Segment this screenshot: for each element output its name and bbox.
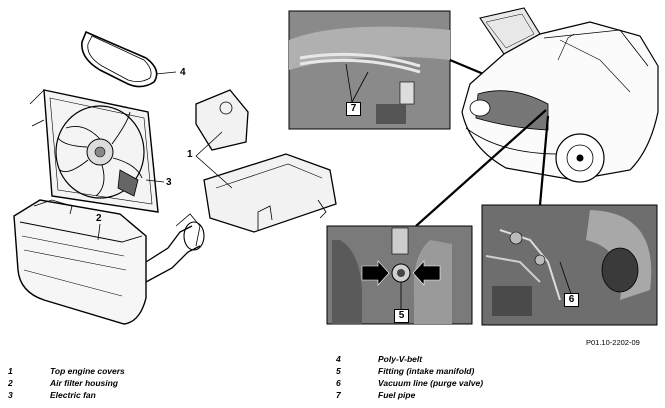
inset-fuel-pipe xyxy=(288,10,451,130)
inset-fitting-intake-manifold xyxy=(326,225,473,325)
legend-item: 1 Top engine covers xyxy=(8,366,125,378)
top-engine-covers-drawing xyxy=(195,89,337,233)
legend-item: 2 Air filter housing xyxy=(8,378,125,390)
legend-item: 3 Electric fan xyxy=(8,390,125,402)
legend-item: 7 Fuel pipe xyxy=(336,390,483,402)
legend-number: 1 xyxy=(8,366,13,376)
legend-label: Air filter housing xyxy=(50,378,118,388)
legend-label: Poly-V-belt xyxy=(378,354,423,364)
legend-number: 5 xyxy=(336,366,341,376)
figure-reference: P01.10-2202-09 xyxy=(586,338,640,347)
legend-label: Vacuum line (purge valve) xyxy=(378,378,484,388)
legend-number: 2 xyxy=(8,378,13,388)
air-filter-housing-drawing xyxy=(13,199,205,325)
legend-label: Top engine covers xyxy=(50,366,125,376)
legend-number: 7 xyxy=(336,390,341,400)
callout-electric-fan: 3 xyxy=(166,177,172,188)
car-drawing xyxy=(461,7,659,183)
legend-item: 5 Fitting (intake manifold) xyxy=(336,366,483,378)
callout-poly-v-belt: 4 xyxy=(180,67,186,78)
legend-label: Fitting (intake manifold) xyxy=(378,366,475,376)
legend-number: 4 xyxy=(336,354,341,364)
poly-v-belt-drawing xyxy=(81,30,158,88)
legend-label: Fuel pipe xyxy=(378,390,416,400)
callout-top-engine-covers: 1 xyxy=(187,149,193,160)
callout-vacuum-line: 6 xyxy=(564,293,579,307)
legend-item: 4 Poly-V-belt xyxy=(336,354,483,366)
callout-fitting-intake-manifold: 5 xyxy=(394,309,409,323)
legend-item: 6 Vacuum line (purge valve) xyxy=(336,378,483,390)
electric-fan-drawing xyxy=(29,89,159,213)
legend-label: Electric fan xyxy=(50,390,96,400)
callout-air-filter-housing: 2 xyxy=(96,213,102,224)
callout-fuel-pipe: 7 xyxy=(346,102,361,116)
legend-left: 1 Top engine covers 2 Air filter housing 3… xyxy=(8,366,125,402)
legend-number: 3 xyxy=(8,390,13,400)
legend-number: 6 xyxy=(336,378,341,388)
inset-vacuum-line xyxy=(481,204,658,326)
